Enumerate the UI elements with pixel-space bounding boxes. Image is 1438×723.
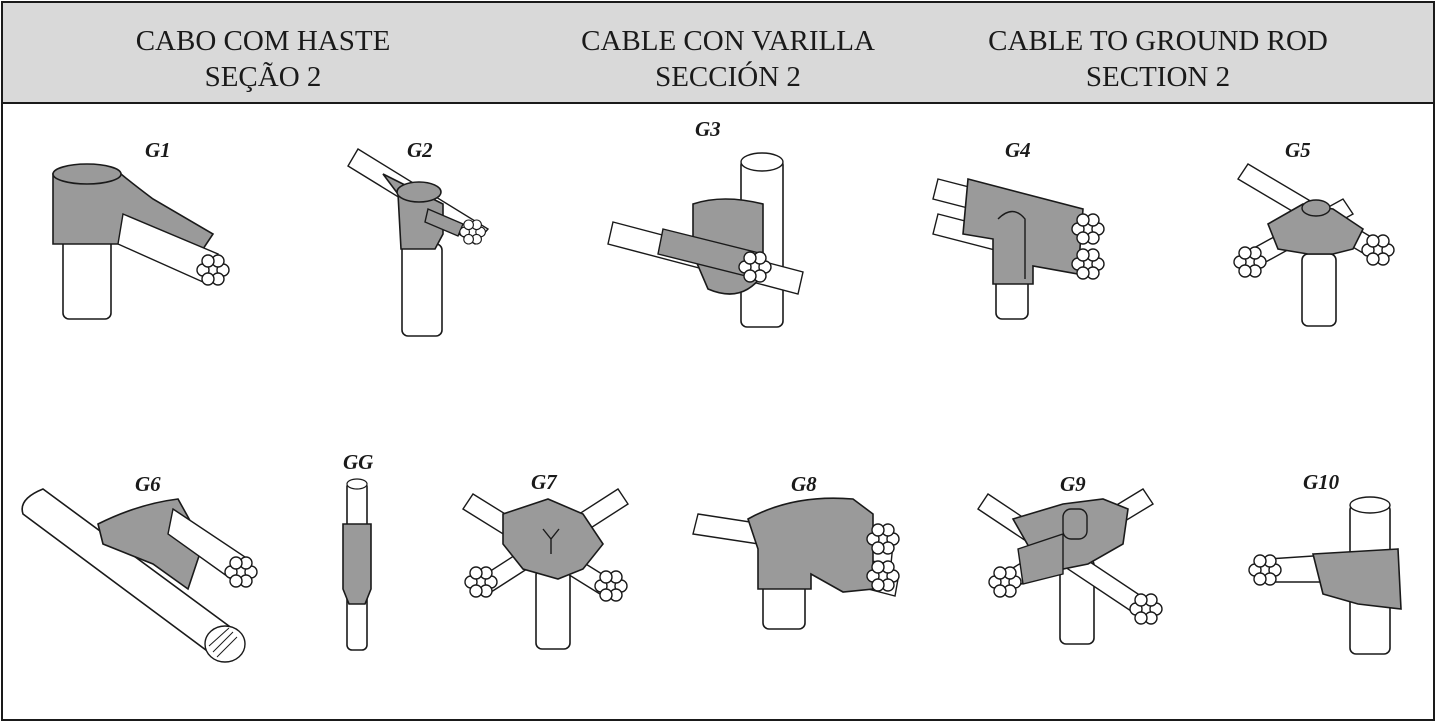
connection-g1: G1: [52, 138, 229, 320]
connection-g10: G10: [1249, 470, 1402, 655]
connection-g7: G7: [462, 470, 629, 650]
header-portuguese-section: SEÇÃO 2: [204, 61, 322, 93]
connection-g2: G2: [347, 138, 490, 337]
cable-end-icon: [867, 524, 899, 554]
label-g1: G1: [145, 138, 171, 162]
label-g10: G10: [1303, 470, 1340, 494]
label-g6: G6: [135, 472, 161, 496]
cable-end-icon: [1130, 594, 1162, 624]
header-english-section: SECTION 2: [1085, 61, 1231, 93]
label-g8: G8: [791, 472, 817, 496]
connection-diagram: G1 G2 G3: [21, 117, 1402, 663]
header-english: CABLE TO GROUND ROD SECTION 2: [958, 23, 1358, 95]
header-spanish: CABLE CON VARILLA SECCIÓN 2: [533, 23, 923, 95]
cable-end-icon: [739, 252, 771, 282]
label-g5: G5: [1285, 138, 1311, 162]
label-g2: G2: [407, 138, 433, 162]
cable-end-icon: [465, 567, 497, 597]
cable-end-icon: [595, 571, 627, 601]
cable-end-icon: [989, 567, 1021, 597]
cable-end-icon: [867, 561, 899, 591]
label-g3: G3: [695, 117, 721, 141]
connection-g4: G4: [932, 138, 1104, 320]
rod-icon: [1301, 253, 1337, 327]
cable-end-icon: [1072, 249, 1104, 279]
weld-icon: [1311, 548, 1402, 610]
label-gg: GG: [343, 450, 373, 474]
weld-icon: [502, 498, 604, 580]
label-g7: G7: [531, 470, 558, 494]
cable-end-icon: [460, 220, 486, 244]
connection-g3: G3: [607, 117, 804, 328]
connection-g9: G9: [977, 472, 1162, 645]
cable-end-icon: [1234, 247, 1266, 277]
connection-gg: GG: [342, 450, 373, 651]
rod-icon: [401, 243, 443, 337]
weld-icon: [962, 177, 1084, 285]
cable-end-icon: [1072, 214, 1104, 244]
header-portuguese-title: CABO COM HASTE: [135, 25, 391, 57]
weld-icon: [747, 497, 874, 593]
connection-g5: G5: [1234, 138, 1394, 327]
connection-g8: G8: [692, 472, 899, 630]
header-portuguese: CABO COM HASTE SEÇÃO 2: [103, 23, 423, 95]
weld-icon: [342, 523, 372, 605]
header-spanish-title: CABLE CON VARILLA: [581, 25, 875, 57]
header-spanish-section: SECCIÓN 2: [655, 61, 801, 93]
cable-end-icon: [197, 255, 229, 285]
connection-g6: G6: [21, 472, 257, 663]
cable-end-icon: [225, 557, 257, 587]
label-g9: G9: [1060, 472, 1086, 496]
label-g4: G4: [1005, 138, 1031, 162]
cable-end-icon: [1249, 555, 1281, 585]
connection-diagram-area: G1 G2 G3: [3, 104, 1437, 723]
cable-end-icon: [1362, 235, 1394, 265]
header-english-title: CABLE TO GROUND ROD: [988, 25, 1328, 57]
header-band: CABO COM HASTE SEÇÃO 2 CABLE CON VARILLA…: [3, 3, 1433, 104]
rod-icon: [21, 488, 235, 661]
rod-icon: [535, 568, 571, 650]
